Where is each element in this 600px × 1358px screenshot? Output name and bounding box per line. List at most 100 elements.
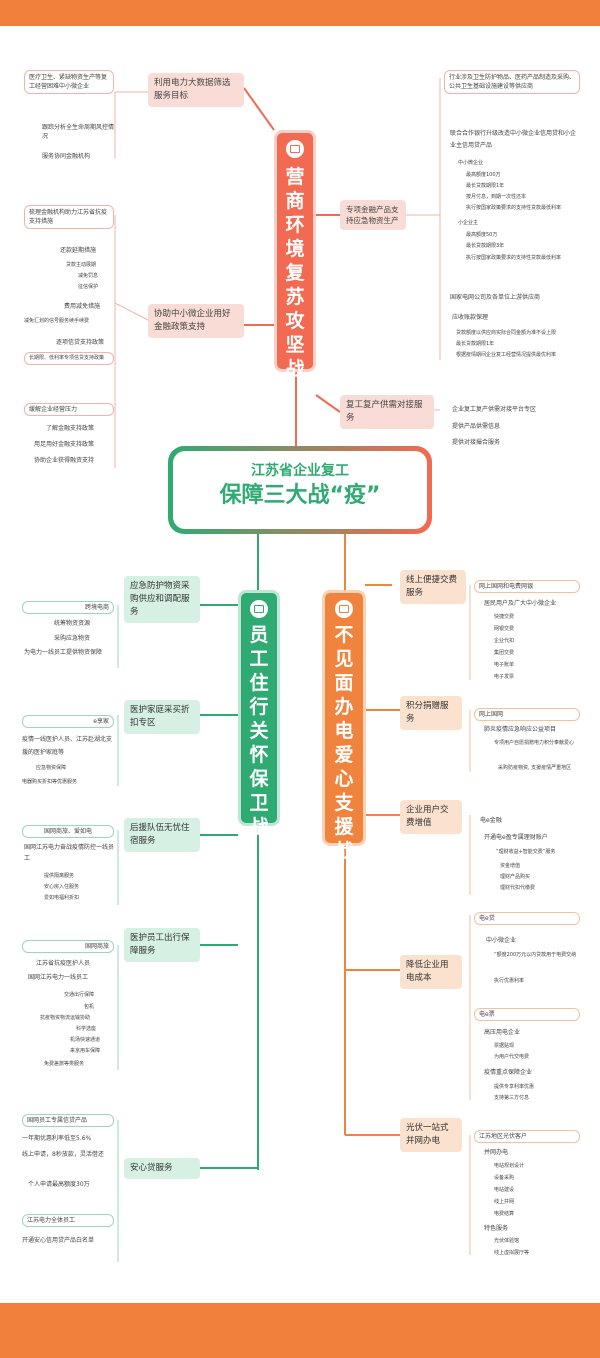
red-s3-leaf: 执行按国家政策要求的支持性贷款最低利率 bbox=[466, 205, 562, 211]
red-s3-leaf: 最高额度100万 bbox=[466, 172, 501, 178]
orange-s4-leaf: “额度200万元以内贷款用于电费交纳 bbox=[494, 952, 577, 958]
green-s1-leaf: 跨境电商 bbox=[22, 601, 114, 614]
orange-s5-leaf: 线上虚拟展厅等 bbox=[494, 1250, 530, 1256]
orange-s1-leaf: 快捷交费 bbox=[494, 614, 515, 620]
orange-s3-leaf: 理财产品购买 bbox=[500, 874, 531, 880]
green-s2-leaf: e享家 bbox=[22, 715, 114, 728]
bottom-band bbox=[0, 1303, 600, 1358]
red-s1-leaf: 医疗卫生、紧缺物资生产等复工经营困难中小微企业 bbox=[24, 70, 114, 94]
orange-s4-leaf: 票据贴现 bbox=[494, 1043, 515, 1049]
red-s2-leaf: 逐项信贷支持政策 bbox=[56, 339, 105, 346]
orange-s2-leaf: 肺炎疫情应急响应公益项目 bbox=[484, 726, 557, 733]
red-s1-leaf: 跟踪分析全生命周期风控情况 bbox=[42, 124, 115, 140]
orange-s5-leaf: 设备采购 bbox=[494, 1175, 515, 1181]
green-s3-label: 后援队伍无忧住宿服务 bbox=[124, 818, 200, 852]
green-s4-leaf: 抗疫物资物流运输协助 bbox=[40, 1015, 91, 1021]
orange-s4-leaf: 为用户代交电费 bbox=[494, 1054, 530, 1060]
red-s2-label: 协助中小微企业用好金融政策支持 bbox=[148, 304, 244, 338]
green-s1-leaf: 统筹物资资源 bbox=[54, 620, 91, 627]
center-title-line1: 江苏省企业复工 bbox=[251, 463, 349, 479]
orange-s1-leaf: 集团交费 bbox=[494, 650, 515, 656]
red-s4-leaf: 企业复工复产供需对接平台专区 bbox=[452, 406, 537, 413]
orange-s5-label: 光伏一站式并网办电 bbox=[400, 1118, 462, 1152]
orange-s3-leaf: 电e金融 bbox=[480, 817, 502, 824]
red-s3-leaf: 小企业主 bbox=[458, 220, 479, 226]
orange-s5-leaf: 电站建设 bbox=[494, 1187, 515, 1193]
red-s3-leaf: 联合合作银行升级改造中小微企业信用贷和小企业主信用贷产品 bbox=[450, 130, 577, 149]
red-s3-leaf: 应收账款保理 bbox=[452, 314, 489, 321]
orange-s4-leaf: 电e票 bbox=[474, 1008, 580, 1021]
green-s2-leaf: 应急物资保障 bbox=[36, 765, 67, 771]
orange-s4-leaf: 支持第三方付息 bbox=[494, 1095, 530, 1101]
orange-s3-leaf: 理财代扣代缴费 bbox=[500, 885, 536, 891]
orange-s1-leaf: 电子账单 bbox=[494, 662, 515, 668]
green-s4-leaf: 来京用车保障 bbox=[70, 1048, 101, 1054]
orange-s5-leaf: 电费结算 bbox=[494, 1211, 515, 1217]
red-s4-leaf: 提供产品供需信息 bbox=[452, 423, 501, 430]
green-s4-leaf: 国网商旅 bbox=[22, 940, 114, 953]
orange-s3-leaf: 开通电e盈专属理财账户 bbox=[484, 834, 548, 841]
orange-s3-leaf: “理财收益+智能交费”服务 bbox=[496, 849, 556, 855]
green-s5-leaf: 线上申请，8秒放款，灵活借还 bbox=[22, 1151, 104, 1158]
orange-s4-leaf: 执行优惠利率 bbox=[494, 978, 525, 984]
green-s3-leaf: 安心房入住服务 bbox=[44, 884, 80, 890]
red-s3-leaf: 中小微企业 bbox=[458, 160, 484, 166]
orange-s5-leaf: 光伏体验馆 bbox=[494, 1238, 520, 1244]
orange-s4-leaf: 提供专享利率优惠 bbox=[494, 1084, 535, 1090]
orange-s4-leaf: 电e贷 bbox=[474, 912, 580, 925]
orange-s2-leaf: 采购防疫物资, 支援疫情严重地区 bbox=[498, 765, 572, 771]
red-s2-leaf: 协助企业获得融资支持 bbox=[34, 457, 95, 464]
red-s3-leaf: 最高额度50万 bbox=[466, 232, 498, 238]
green-s4-leaf: 包机 bbox=[84, 1004, 95, 1010]
orange-s2-leaf: 网上国网 bbox=[474, 708, 580, 721]
red-s3-leaf: 最长贷款期限1年 bbox=[456, 341, 495, 347]
red-s2-leaf: 贷款主动展期 bbox=[66, 262, 97, 268]
red-s4-leaf: 提供对接撮合服务 bbox=[452, 439, 501, 446]
green-s5-leaf: 一年期优惠利率低至5.6% bbox=[22, 1135, 92, 1142]
red-s2-leaf: 了解金融支持政策 bbox=[46, 425, 95, 432]
orange-s5-leaf: 线上并网 bbox=[494, 1199, 515, 1205]
branch-orange-title: 不见面办电爱心支援战 bbox=[322, 590, 366, 862]
red-s2-leaf: 费用减免措施 bbox=[64, 303, 101, 310]
red-s3-leaf: 最长贷款期限1年 bbox=[466, 183, 505, 189]
green-s4-label: 医护员工出行保障服务 bbox=[124, 928, 200, 962]
orange-s3-label: 企业用户交费增值 bbox=[400, 800, 462, 834]
green-s5-label: 安心贷服务 bbox=[124, 1158, 200, 1179]
green-s3-leaf: 提供隔离服务 bbox=[44, 873, 75, 879]
orange-s4-leaf: 疫情重点保障企业 bbox=[484, 1069, 533, 1076]
green-s4-leaf: 交通出行保障 bbox=[64, 992, 95, 998]
red-s2-leaf: 用足用好金融支持政策 bbox=[34, 441, 95, 448]
orange-s4-label: 降低企业用电成本 bbox=[400, 955, 462, 989]
center-title-line2: 保障三大战“疫” bbox=[219, 483, 381, 508]
red-s4-label: 复工复产供需对接服务 bbox=[340, 395, 434, 429]
red-s2-leaf: 梳理金融机构助力江苏省抗疫支持措施 bbox=[24, 205, 114, 229]
green-s2-leaf: 疫情一线医护人员、江苏赴湖北支援的医护家庭等 bbox=[22, 736, 113, 756]
orange-s1-leaf: 网银交费 bbox=[494, 626, 515, 632]
red-s1-leaf: 服务协同金融机构 bbox=[42, 153, 91, 160]
red-s3-leaf: 按月付息，到期一次性还本 bbox=[466, 194, 527, 200]
green-s2-label: 医护家庭采买折扣专区 bbox=[124, 700, 200, 734]
orange-s5-leaf: 江苏地区光伏客户 bbox=[474, 1130, 580, 1143]
employee-icon bbox=[250, 600, 268, 618]
orange-s1-leaf: 电子发票 bbox=[494, 674, 515, 680]
red-s2-leaf: 缓解企业经营压力 bbox=[24, 403, 114, 416]
green-s4-leaf: 机场快速通道 bbox=[70, 1037, 101, 1043]
green-s5-leaf: 国网员工专属信贷产品 bbox=[22, 1114, 114, 1127]
orange-s1-leaf: 居民用户及广大中小微企业 bbox=[484, 600, 557, 607]
green-s4-leaf: 免费差旅等类服务 bbox=[44, 1061, 85, 1067]
green-s4-leaf: 科学选座 bbox=[76, 1026, 97, 1032]
green-s1-leaf: 为电力一线员工提供物资保障 bbox=[24, 649, 103, 656]
green-s3-leaf: 国网江苏电力奋战疫情防控一线员工 bbox=[24, 844, 115, 862]
green-s5-leaf: 个人申请最高额度30万 bbox=[28, 1181, 90, 1188]
red-s3-leaf: 根据疫情期间企业复工经营情况提供最优利率 bbox=[456, 352, 557, 358]
red-s3-leaf: 行业涉及卫生防护物品、医药产品制造及采购、公共卫生基础设施建设等供应商 bbox=[444, 70, 580, 94]
red-s2-leaf: 减免罚息 bbox=[78, 273, 99, 279]
red-s3-leaf: 国家电网公司及各单位上游供应商 bbox=[450, 294, 541, 301]
orange-s5-leaf: 特色服务 bbox=[484, 1225, 509, 1232]
orange-s1-label: 线上便捷交费服务 bbox=[400, 570, 466, 604]
branch-green-title: 员工住行关怀保卫战 bbox=[238, 590, 280, 838]
orange-s2-label: 积分捐赠服务 bbox=[400, 696, 462, 730]
orange-s1-leaf: 企业代扣 bbox=[494, 638, 515, 644]
orange-s4-leaf: 高压用电企业 bbox=[484, 1029, 521, 1036]
green-s2-leaf: 电器购买折扣等优惠服务 bbox=[22, 779, 78, 785]
